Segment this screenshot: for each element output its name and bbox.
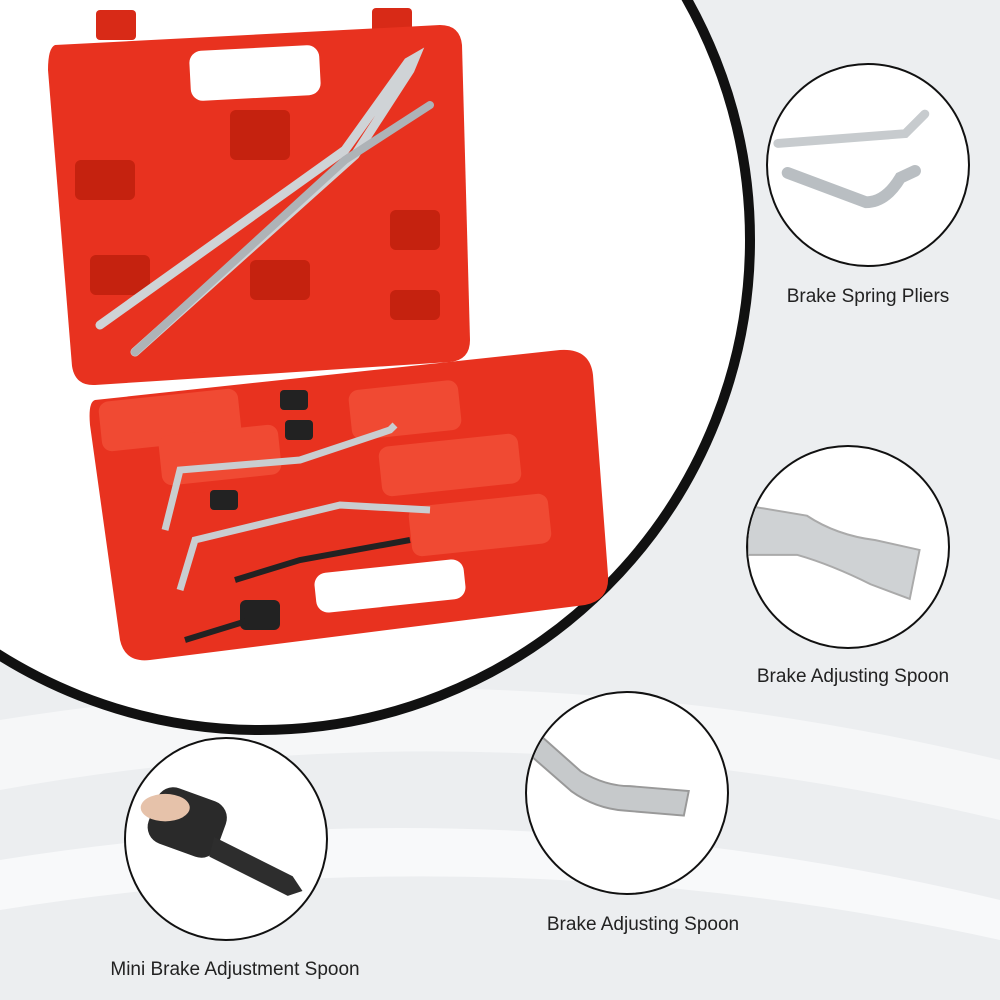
spring-pliers-detail-circle [766,63,970,267]
spring-pliers-icon [773,109,930,209]
case-base [89,349,609,661]
adjusting-spoon-icon [748,504,921,601]
adjusting-spoon-label-1: Brake Adjusting Spoon [756,666,950,687]
case-lid [48,8,470,386]
mini-spoon-detail-circle [124,737,328,941]
mini-spoon-icon [140,787,303,896]
adjusting-spoon-label-2: Brake Adjusting Spoon [546,914,740,935]
spring-pliers-label: Brake Spring Pliers [786,286,950,307]
mini-spoon-label: Mini Brake Adjustment Spoon [110,959,360,980]
adjusting-spoon-detail-circle-1 [746,445,950,649]
adjusting-spoon-detail-circle-2 [525,691,729,895]
adjusting-spoon-icon [530,730,690,817]
